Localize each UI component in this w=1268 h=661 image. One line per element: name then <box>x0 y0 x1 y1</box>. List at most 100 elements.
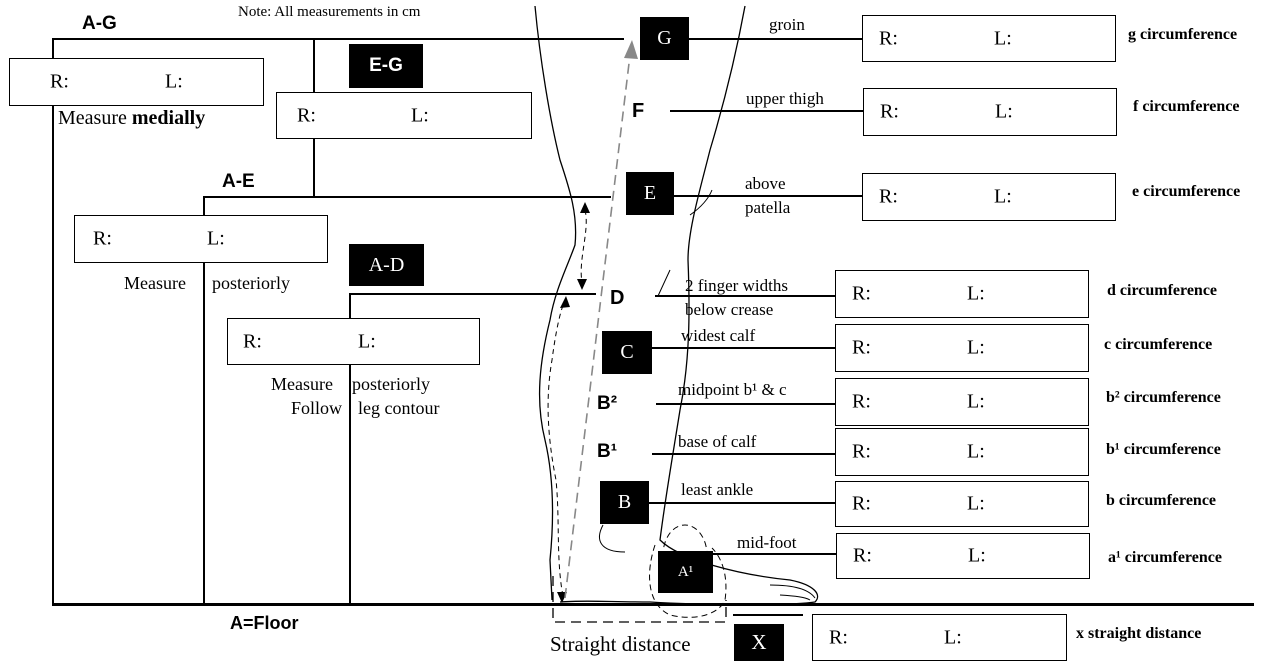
e-landmark-line-2: patella <box>745 198 791 217</box>
ae-measure-box[interactable]: R: L: <box>74 215 328 263</box>
ag-label: A-G <box>82 13 117 34</box>
ag-top-line <box>52 38 624 40</box>
knee-dashed-arrow-line <box>580 209 587 283</box>
ad-right-label: R: <box>243 330 262 352</box>
d-landmark-line-2: below crease <box>685 300 774 319</box>
d-circumference: d circumference <box>1107 282 1218 299</box>
b-landmark: least ankle <box>681 480 754 499</box>
ad-measure-note-1: Measure <box>271 374 333 394</box>
e-landmark-line-1: above <box>745 174 786 193</box>
e-left-label: L: <box>994 185 1012 208</box>
b1-landmark: base of calf <box>678 432 757 451</box>
b-left-label: L: <box>967 492 985 515</box>
ad-measure-box[interactable]: R: L: <box>227 318 480 365</box>
a1-right-label: R: <box>853 544 872 567</box>
marker-c: C <box>602 331 652 374</box>
ae-measure-note-1: Measure <box>124 273 186 293</box>
ad-label: A-D <box>349 244 424 286</box>
g-landmark: groin <box>769 15 805 34</box>
x-measure-box[interactable]: R: L: <box>812 614 1067 661</box>
d-landmark-line-1: 2 finger widths <box>685 276 788 295</box>
f-circumference: f circumference <box>1133 98 1240 115</box>
marker-g: G <box>640 17 689 60</box>
g-measure-box[interactable]: R: L: <box>862 15 1116 62</box>
ag-right-label: R: <box>50 70 69 93</box>
straight-distance-caption: Straight distance <box>550 632 691 656</box>
x-circumference: x straight distance <box>1076 625 1202 642</box>
ag-measure-box[interactable]: R: L: <box>9 58 264 106</box>
ad-follow-note-2: leg contour <box>358 398 440 418</box>
c-right-label: R: <box>852 336 871 359</box>
b2-leader-line <box>656 403 836 405</box>
a1-measure-box[interactable]: R: L: <box>836 533 1090 579</box>
contour-measure-line <box>547 299 566 597</box>
e-measure-box[interactable]: R: L: <box>862 173 1116 221</box>
f-measure-box[interactable]: R: L: <box>863 88 1117 136</box>
b1-right-label: R: <box>852 440 871 463</box>
b-measure-box[interactable]: R: L: <box>835 481 1089 527</box>
ag-measure-bold: medially <box>131 107 206 129</box>
ae-top-line <box>203 196 611 198</box>
foot-dashed <box>649 544 727 618</box>
ankle-curve <box>599 524 626 553</box>
ad-top-line <box>349 293 596 295</box>
contour-measure-arrow-up <box>560 296 570 308</box>
b-circumference: b circumference <box>1106 492 1217 509</box>
floor-gap-tick <box>733 614 803 616</box>
knee-arrow-up <box>580 202 590 213</box>
b-leader-line <box>649 502 836 504</box>
marker-x: X <box>734 624 784 661</box>
straight-distance-dashed-box <box>552 576 727 623</box>
marker-f: F <box>632 100 645 122</box>
ae-left-label: L: <box>207 227 225 250</box>
f-right-label: R: <box>880 100 899 123</box>
floor-label: A=Floor <box>230 613 299 633</box>
note-text: Note: All measurements in cm <box>238 4 421 20</box>
g-circumference: g circumference <box>1128 26 1238 43</box>
a1-circumference: a¹ circumference <box>1108 549 1222 566</box>
marker-d: D <box>610 287 625 309</box>
e-leader-line <box>674 195 864 197</box>
x-left-label: L: <box>944 626 962 648</box>
f-leader-line <box>670 110 864 112</box>
a1-landmark: mid-foot <box>737 533 797 552</box>
toe-detail <box>769 584 816 601</box>
a1-left-label: L: <box>968 544 986 567</box>
c-circumference: c circumference <box>1104 336 1213 353</box>
knee-arrow-down <box>577 279 587 290</box>
floor-line <box>52 603 1254 606</box>
eg-right-label: R: <box>297 104 316 126</box>
leg-front-contour <box>534 5 577 601</box>
d-measure-box[interactable]: R: L: <box>835 270 1089 318</box>
g-left-label: L: <box>994 27 1012 49</box>
a1-leader-line <box>703 553 837 555</box>
g-leader-line <box>689 38 863 40</box>
b1-circumference: b¹ circumference <box>1106 441 1221 458</box>
f-left-label: L: <box>995 100 1013 123</box>
e-circumference: e circumference <box>1132 183 1241 200</box>
ad-vertical <box>349 293 351 605</box>
d-right-label: R: <box>852 282 871 305</box>
b2-measure-box[interactable]: R: L: <box>835 378 1089 426</box>
marker-b2: B² <box>597 393 618 414</box>
ae-vertical <box>203 196 205 605</box>
knee-tick <box>657 269 671 297</box>
c-measure-box[interactable]: R: L: <box>835 324 1089 372</box>
g-right-label: R: <box>879 27 898 49</box>
e-right-label: R: <box>879 185 898 208</box>
b1-measure-box[interactable]: R: L: <box>835 428 1089 476</box>
ad-measure-note-2: posteriorly <box>352 374 430 394</box>
eg-measure-box[interactable]: R: L: <box>276 92 532 139</box>
eg-left-label: L: <box>411 104 429 126</box>
b2-right-label: R: <box>852 390 871 413</box>
b1-leader-line <box>652 453 836 455</box>
contour-measure-arrow-down <box>557 592 567 603</box>
c-landmark: widest calf <box>681 326 756 345</box>
straight-gray-arrow-head <box>624 40 638 59</box>
b2-landmark: midpoint b¹ & c <box>678 380 787 399</box>
f-landmark: upper thigh <box>746 89 824 108</box>
marker-e: E <box>626 172 674 215</box>
ad-left-label: L: <box>358 330 376 352</box>
c-leader-line <box>652 347 836 349</box>
eg-label: E-G <box>349 44 423 88</box>
